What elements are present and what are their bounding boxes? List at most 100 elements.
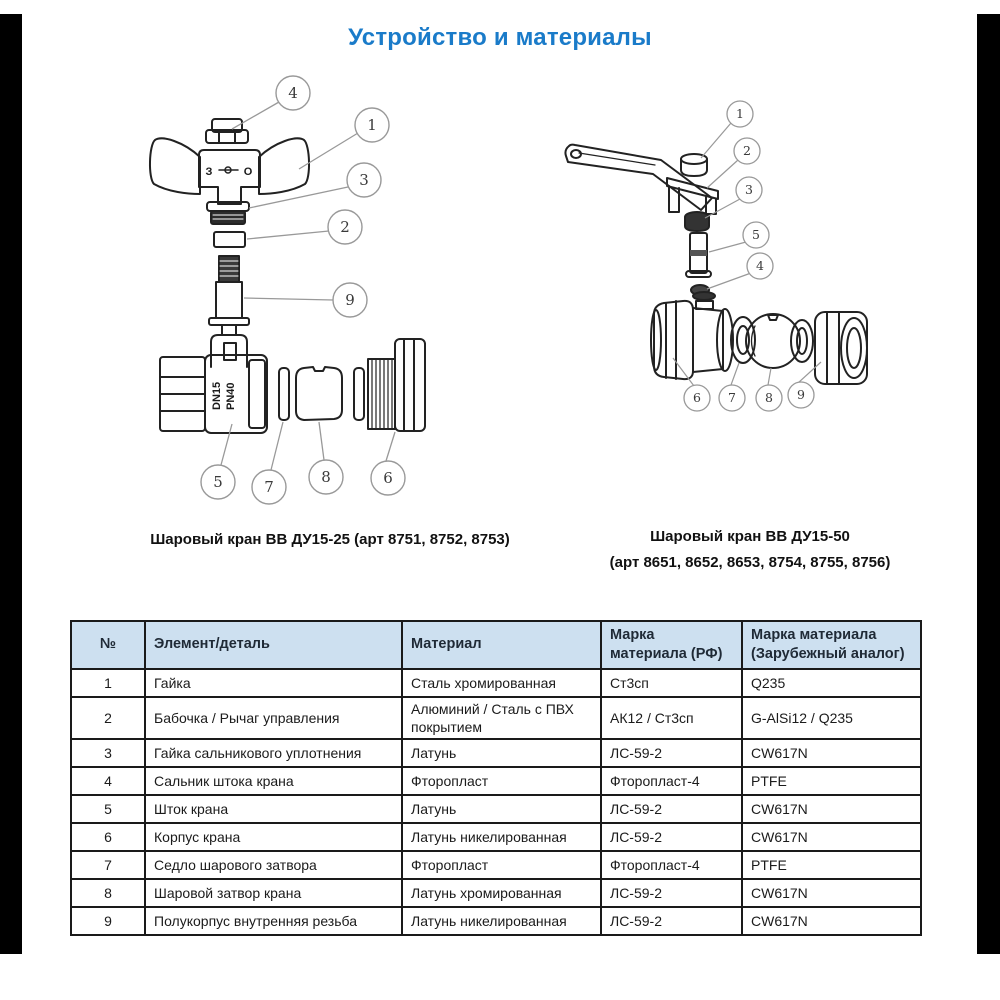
- column-header-material: Материал: [401, 620, 602, 670]
- callout-2: 2: [733, 137, 761, 165]
- table-row: 3 Гайка сальникового уплотнения Латунь Л…: [70, 738, 922, 769]
- callout-2: 2: [327, 209, 363, 245]
- svg-text:9: 9: [345, 291, 355, 309]
- svg-text:9: 9: [797, 387, 805, 402]
- table-cell: CW617N: [741, 794, 922, 825]
- table-cell: Латунь никелированная: [401, 822, 602, 853]
- table-row: 9 Полукорпус внутренняя резьба Латунь ни…: [70, 906, 922, 937]
- table-cell: CW617N: [741, 906, 922, 937]
- handle-bracket-part: [666, 177, 719, 215]
- table-cell: Сальник штока крана: [144, 766, 403, 797]
- svg-text:3: 3: [745, 182, 753, 197]
- callout-8: 8: [308, 459, 344, 495]
- caption-line-2: (арт 8651, 8652, 8653, 8754, 8755, 8756): [609, 554, 891, 571]
- table-row: 1 Гайка Сталь хромированная Ст3сп Q235: [70, 667, 922, 698]
- leader-lines-right: [672, 122, 822, 387]
- callout-9: 9: [332, 282, 368, 318]
- ring-part-right: [790, 319, 814, 363]
- stem-spacer-part: [213, 231, 246, 248]
- table-cell: Латунь: [401, 794, 602, 825]
- caption-line-1: Шаровый кран ВВ ДУ15-50: [650, 528, 850, 545]
- table-row: 8 Шаровой затвор крана Латунь хромирован…: [70, 878, 922, 909]
- ball-part: [745, 313, 801, 369]
- butterfly-handle-part: [149, 137, 310, 205]
- table-cell: Сталь хромированная: [401, 667, 602, 698]
- gland-nut-part: [206, 201, 250, 225]
- table-cell: 4: [70, 766, 146, 797]
- handle-nut-part-right: [680, 153, 708, 177]
- valve-stem-part: [208, 255, 250, 336]
- svg-text:5: 5: [752, 227, 760, 242]
- body-gasket-part: [278, 367, 290, 421]
- column-header-grade-foreign: Марка материала (Зарубежный аналог): [741, 620, 922, 670]
- ball-seat-part: [295, 366, 343, 421]
- valve-stem-part-right: [685, 232, 712, 278]
- column-header-number: №: [70, 620, 146, 670]
- table-cell: CW617N: [741, 822, 922, 853]
- svg-text:4: 4: [288, 84, 298, 102]
- valve-body-part: [159, 334, 268, 434]
- callout-4: 4: [746, 252, 774, 280]
- table-cell: Гайка: [144, 667, 403, 698]
- handle-nut-part: [205, 118, 249, 144]
- union-nut-part-right: [814, 311, 868, 385]
- table-cell: 3: [70, 738, 146, 769]
- table-cell: PTFE: [741, 850, 922, 881]
- diagram-right-container: 1 2 3 5 4 6 7 8 9: [555, 100, 905, 420]
- column-header-element: Элемент/деталь: [144, 620, 403, 670]
- table-cell: 7: [70, 850, 146, 881]
- table-cell: Корпус крана: [144, 822, 403, 853]
- callout-1: 1: [354, 107, 390, 143]
- table-cell: Ст3сп: [600, 667, 743, 698]
- union-end-part: [353, 338, 426, 432]
- table-cell: Фторопласт-4: [600, 766, 743, 797]
- table-cell: Q235: [741, 667, 922, 698]
- table-cell: Латунь: [401, 738, 602, 769]
- lever-handle-part: [564, 143, 713, 211]
- callout-5: 5: [200, 464, 236, 500]
- table-cell: ЛС-59-2: [600, 906, 743, 937]
- table-cell: Гайка сальникового уплотнения: [144, 738, 403, 769]
- table-row: 5 Шток крана Латунь ЛС-59-2 CW617N: [70, 794, 922, 825]
- svg-text:7: 7: [264, 478, 274, 496]
- handle-marking-closed: З: [206, 166, 213, 178]
- callout-8: 8: [755, 384, 783, 412]
- table-cell: Алюминий / Сталь с ПВХ покрытием: [401, 695, 602, 741]
- table-cell: ЛС-59-2: [600, 794, 743, 825]
- table-header-row: № Элемент/деталь Материал Марка материал…: [70, 620, 922, 670]
- caption-valve-du15-25: Шаровый кран ВВ ДУ15-25 (арт 8751, 8752,…: [150, 531, 510, 548]
- svg-text:2: 2: [743, 143, 751, 158]
- callout-6: 6: [683, 384, 711, 412]
- column-header-grade-rf: Марка материала (РФ): [600, 620, 743, 670]
- diagram-left-container: З О DN15 PN40 4 1 3 2 9 5 7 8 6: [92, 72, 532, 522]
- svg-text:1: 1: [367, 116, 377, 134]
- table-cell: АК12 / Ст3сп: [600, 695, 743, 741]
- svg-text:2: 2: [340, 218, 350, 236]
- table-cell: 6: [70, 822, 146, 853]
- table-row: 6 Корпус крана Латунь никелированная ЛС-…: [70, 822, 922, 853]
- table-cell: 5: [70, 794, 146, 825]
- table-cell: CW617N: [741, 738, 922, 769]
- page-title: Устройство и материалы: [348, 24, 652, 51]
- valve-body-part-right: [650, 291, 734, 381]
- table-cell: Шток крана: [144, 794, 403, 825]
- table-cell: Фторопласт-4: [600, 850, 743, 881]
- callout-4: 4: [275, 75, 311, 111]
- svg-text:3: 3: [359, 171, 369, 189]
- table-cell: Бабочка / Рычаг управления: [144, 695, 403, 741]
- table-cell: CW617N: [741, 878, 922, 909]
- materials-table: № Элемент/деталь Материал Марка материал…: [70, 620, 922, 937]
- svg-text:5: 5: [213, 473, 223, 491]
- body-marking-pn: PN40: [225, 382, 237, 410]
- exploded-diagram-du15-50: 1 2 3 5 4 6 7 8 9: [564, 100, 868, 412]
- table-row: 2 Бабочка / Рычаг управления Алюминий / …: [70, 695, 922, 741]
- callout-7: 7: [718, 384, 746, 412]
- table-cell: 8: [70, 878, 146, 909]
- svg-text:1: 1: [736, 106, 744, 121]
- scan-border-right: [977, 14, 1000, 954]
- table-cell: ЛС-59-2: [600, 822, 743, 853]
- svg-text:4: 4: [756, 258, 764, 273]
- table-cell: ЛС-59-2: [600, 738, 743, 769]
- callout-6: 6: [370, 460, 406, 496]
- handle-marking-open: О: [244, 166, 253, 178]
